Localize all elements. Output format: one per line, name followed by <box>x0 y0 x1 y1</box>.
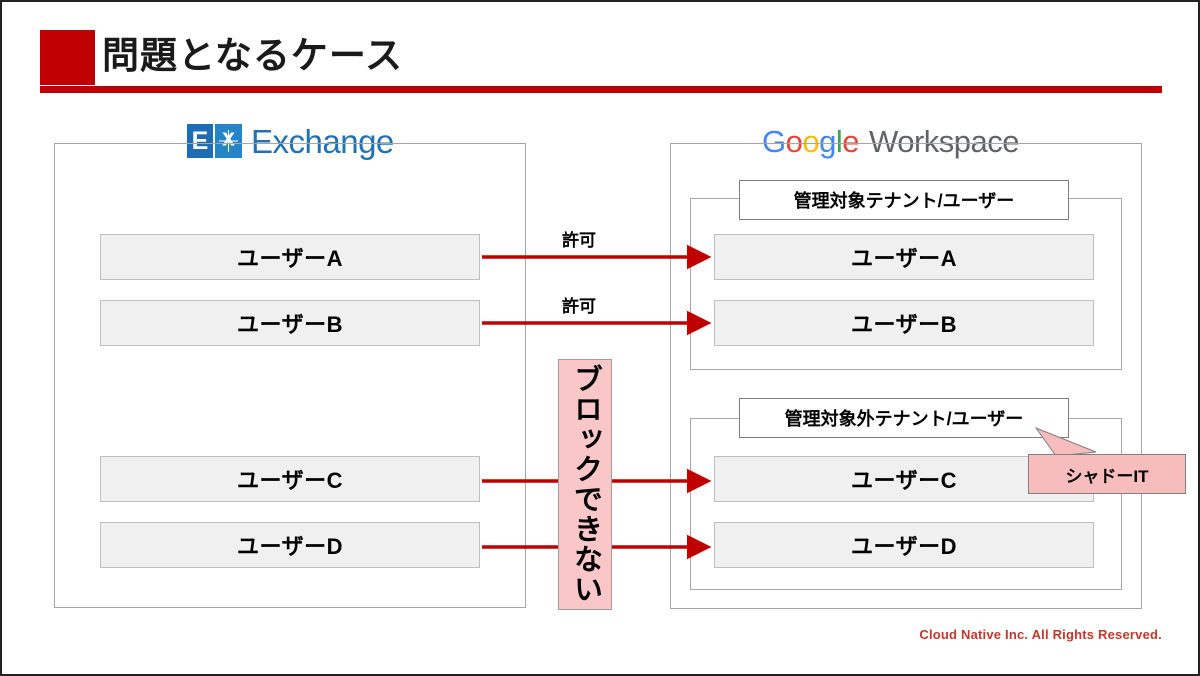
arrow-label-allow-1: 許可 <box>562 231 596 250</box>
workspace-wordmark: Workspace <box>869 124 1020 159</box>
title-accent-square <box>40 30 95 85</box>
google-letter-o2: o <box>802 124 820 159</box>
google-letter-e: e <box>842 124 860 159</box>
exchange-wordmark: Exchange <box>251 122 394 160</box>
footer-copyright: Cloud Native Inc. All Rights Reserved. <box>919 627 1162 642</box>
google-letter-g1: G <box>762 124 786 159</box>
arrow-label-allow-2: 許可 <box>562 297 596 316</box>
shadow-it-callout: シャドーIT <box>1028 454 1186 494</box>
left-user-box-a: ユーザーA <box>100 234 480 280</box>
block-annotation-label: ブロックできない <box>569 364 602 604</box>
managed-tenant-label: 管理対象テナント/ユーザー <box>739 180 1069 220</box>
exchange-x-tile-icon <box>215 124 242 158</box>
google-letter-g2: g <box>819 124 836 159</box>
exchange-logo: E Exchange <box>187 121 394 161</box>
right-user-box-a: ユーザーA <box>714 234 1094 280</box>
left-user-box-b: ユーザーB <box>100 300 480 346</box>
google-letter-o1: o <box>785 124 803 159</box>
title-underline-rule <box>40 86 1162 93</box>
right-user-box-b: ユーザーB <box>714 300 1094 346</box>
left-user-box-d: ユーザーD <box>100 522 480 568</box>
page-title: 問題となるケース <box>102 35 404 76</box>
shadow-it-callout-label: シャドーIT <box>1065 466 1149 486</box>
right-user-box-d: ユーザーD <box>714 522 1094 568</box>
exchange-e-tile-icon: E <box>187 124 213 158</box>
block-annotation-box: ブロックできない <box>558 359 612 610</box>
google-workspace-logo: Google Workspace <box>762 124 1020 159</box>
left-user-box-c: ユーザーC <box>100 456 480 502</box>
exchange-panel <box>54 143 526 608</box>
google-letter-l: l <box>835 124 843 159</box>
unmanaged-tenant-label: 管理対象外テナント/ユーザー <box>739 398 1069 438</box>
google-workspace-panel <box>670 143 1142 609</box>
